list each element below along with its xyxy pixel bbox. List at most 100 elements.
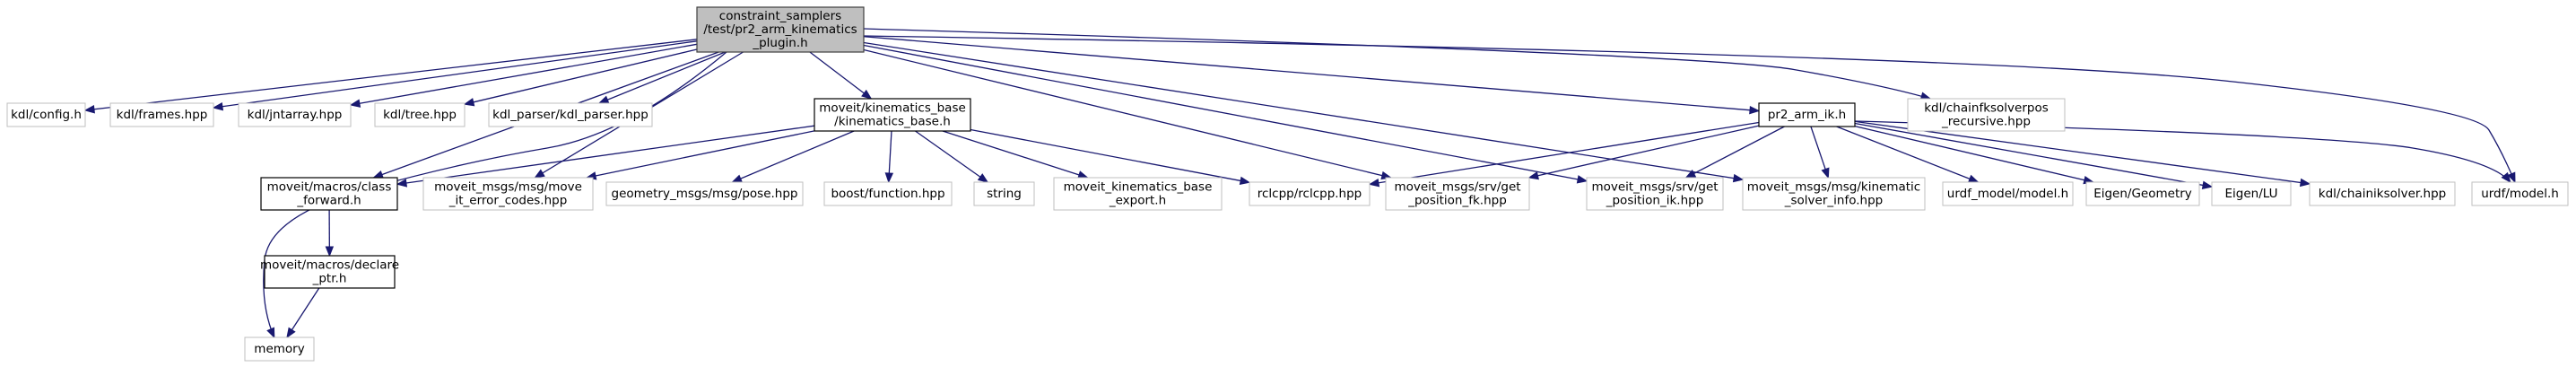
node-kdl-config: kdl/config.h xyxy=(6,102,86,127)
edge-root-to-get_ik-arrowhead xyxy=(1576,175,1588,184)
node-get-fk: moveit_msgs/srv/get_position_fk.hpp xyxy=(1385,177,1530,211)
node-label-line: /test/pr2_arm_kinematics xyxy=(703,22,857,37)
edge-root-to-kdl_tree xyxy=(464,48,698,105)
node-box xyxy=(1907,98,2066,132)
edge-kin_base-to-kin_export xyxy=(942,130,1088,179)
edge-kin_base-to-string xyxy=(915,130,988,183)
node-label-line: moveit_msgs/srv/get xyxy=(1591,180,1718,195)
node-box xyxy=(823,181,953,206)
edge-root-to-kin_info xyxy=(863,41,1744,180)
node-box xyxy=(814,98,971,132)
edge-pr2_ik-to-eigen_geom xyxy=(1854,125,2093,183)
node-box xyxy=(696,6,865,53)
node-pr2-ik[interactable]: pr2_arm_ik.h xyxy=(1758,102,1856,127)
edge-kin_base-to-geom_pose-arrowhead xyxy=(731,174,743,183)
node-box xyxy=(374,102,466,127)
node-kin-base[interactable]: moveit/kinematics_base/kinematics_base.h xyxy=(814,98,971,132)
edge-root-to-class_fwd-arrowhead xyxy=(372,170,384,179)
node-label-line: rclcpp/rclcpp.hpp xyxy=(1258,187,1362,201)
node-box xyxy=(6,102,86,127)
node-label-line: urdf/model.h xyxy=(2481,187,2559,201)
edge-pr2_ik-to-rclcpp-arrowhead xyxy=(1368,179,1380,188)
edge-root-to-kdl_config-arrowhead xyxy=(83,105,95,114)
edge-root-to-kdl_jntarray xyxy=(350,43,698,106)
edge-class_fwd-to-declare_ptr-arrowhead xyxy=(325,246,335,258)
node-kdl-tree: kdl/tree.hpp xyxy=(374,102,466,127)
node-label-line: kdl/chainfksolverpos xyxy=(1924,101,2049,116)
node-kdl-chainik: kdl/chainiksolver.hpp xyxy=(2309,181,2456,206)
node-box xyxy=(238,102,352,127)
node-box xyxy=(244,336,315,362)
node-box xyxy=(264,255,396,289)
edge-pr2_ik-to-get_ik-arrowhead xyxy=(1684,169,1697,179)
node-label-line: _ptr.h xyxy=(312,272,347,286)
node-box xyxy=(1385,177,1530,211)
edge-pr2_ik-to-urdf_model_h xyxy=(1836,126,1979,183)
node-box xyxy=(605,181,804,206)
edge-pr2_ik-to-urdf_model_h-arrowhead xyxy=(1967,174,1980,183)
node-box xyxy=(488,102,653,127)
edge-root-to-get_fk xyxy=(863,48,1391,179)
node-label-line: _plugin.h xyxy=(752,36,807,50)
node-box xyxy=(1942,181,2074,206)
node-label-line: moveit_msgs/msg/kinematic xyxy=(1747,180,1920,195)
edge-root-to-pr2_ik-arrowhead xyxy=(1749,105,1761,115)
edge-root-to-kdl_frames-arrowhead xyxy=(212,101,224,111)
node-box xyxy=(1742,177,1926,211)
edge-root-to-kdl_frames xyxy=(213,40,698,109)
node-label-line: kdl_parser/kdl_parser.hpp xyxy=(492,108,648,122)
edge-pr2_ik-to-get_fk-arrowhead xyxy=(1527,171,1539,180)
edge-root-to-kdl_tree-arrowhead xyxy=(463,98,475,107)
node-box xyxy=(1249,181,1371,206)
node-box xyxy=(1053,177,1223,211)
edge-pr2_ik-to-kdl_chainik xyxy=(1854,120,2311,185)
node-eigen-geom: Eigen/Geometry xyxy=(2085,181,2200,206)
node-box xyxy=(2211,181,2292,206)
node-class-fwd[interactable]: moveit/macros/class_forward.h xyxy=(260,177,398,211)
edge-declare_ptr-to-memory-arrowhead xyxy=(286,327,296,339)
node-label-line: kdl/jntarray.hpp xyxy=(248,108,343,122)
node-kdl-frames: kdl/frames.hpp xyxy=(109,102,214,127)
node-kdl-jntarray: kdl/jntarray.hpp xyxy=(238,102,352,127)
edge-kin_base-to-rclcpp-arrowhead xyxy=(1239,176,1251,186)
node-label-line: kdl/config.h xyxy=(11,108,82,122)
node-label-line: _recursive.hpp xyxy=(1941,115,2031,129)
node-label-line: memory xyxy=(254,342,304,356)
edge-root-to-urdf_model-arrowhead xyxy=(2507,171,2516,184)
node-label-line: /kinematics_base.h xyxy=(834,115,951,129)
node-label-line: _it_error_codes.hpp xyxy=(448,194,568,208)
node-label-line: urdf_model/model.h xyxy=(1947,187,2068,201)
node-label-line: pr2_arm_ik.h xyxy=(1768,108,1846,122)
node-declare-ptr[interactable]: moveit/macros/declare_ptr.h xyxy=(260,255,399,289)
node-label-line: kdl/chainiksolver.hpp xyxy=(2319,187,2446,201)
node-label-line: _solver_info.hpp xyxy=(1784,194,1883,208)
edge-pr2_ik-to-get_fk xyxy=(1528,125,1760,179)
edge-root-to-kdl_parser xyxy=(598,51,726,104)
edge-kin_base-to-rclcpp xyxy=(970,128,1250,183)
node-box xyxy=(2309,181,2456,206)
node-root[interactable]: constraint_samplers/test/pr2_arm_kinemat… xyxy=(696,6,865,53)
edge-root-to-kdl_parser-arrowhead xyxy=(597,95,610,104)
node-label-line: moveit_msgs/srv/get xyxy=(1394,180,1520,195)
node-label-line: _forward.h xyxy=(296,194,361,208)
node-label-line: _export.h xyxy=(1109,194,1166,208)
edge-declare_ptr-to-memory xyxy=(286,287,320,338)
node-eigen-lu: Eigen/LU xyxy=(2211,181,2292,206)
node-label-line: moveit/macros/declare xyxy=(260,258,399,273)
node-boost-fn: boost/function.hpp xyxy=(823,181,953,206)
edge-root-to-memory-arrowhead xyxy=(266,327,275,339)
node-box xyxy=(1586,177,1724,211)
node-kdl-parser: kdl_parser/kdl_parser.hpp xyxy=(488,102,653,127)
node-rclcpp: rclcpp/rclcpp.hpp xyxy=(1249,181,1371,206)
node-label-line: moveit_kinematics_base xyxy=(1064,180,1213,195)
node-moveit-err: moveit_msgs/msg/move_it_error_codes.hpp xyxy=(422,177,594,211)
node-label-line: boost/function.hpp xyxy=(831,187,944,201)
node-label-line: kdl/tree.hpp xyxy=(383,108,457,122)
edge-root-to-pr2_ik xyxy=(863,36,1760,112)
edge-root-to-kdl_jntarray-arrowhead xyxy=(349,99,361,108)
node-label-line: moveit_msgs/msg/move xyxy=(434,180,582,195)
edge-pr2_ik-to-kin_info-arrowhead xyxy=(1821,167,1830,179)
node-box xyxy=(260,177,398,211)
edge-root-to-urdf_model xyxy=(863,35,2516,183)
